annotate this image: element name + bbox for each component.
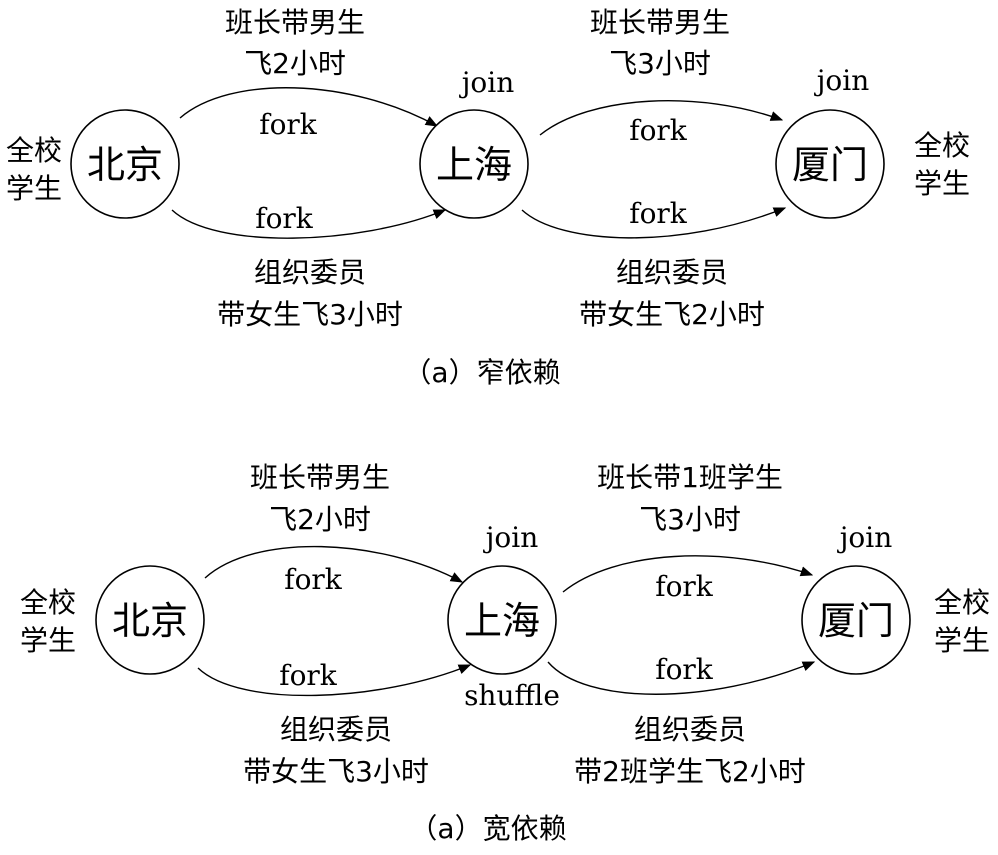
shuffle-label: shuffle <box>464 679 560 712</box>
bottom-label-2-line2: 带女生飞2小时 <box>579 298 765 331</box>
fork-label-b-c-top: fork <box>629 114 688 147</box>
edge-b-c-top <box>562 555 814 593</box>
top-label-1-line1: 班长带男生 <box>250 461 390 494</box>
side-label-left: 全校 <box>20 586 76 619</box>
bottom-label-1-line2: 带女生飞3小时 <box>243 755 429 788</box>
edge-b-c-bottom <box>521 207 787 239</box>
caption-narrow: （a）窄依赖 <box>403 356 560 389</box>
bottom-label-2-line2: 带2班学生飞2小时 <box>574 755 806 788</box>
fork-label-b-c-top: fork <box>655 570 714 603</box>
bottom-label-2-line1: 组织委员 <box>634 713 746 746</box>
edge-b-c-bottom <box>547 661 816 695</box>
fork-label-a-b-top: fork <box>284 563 343 596</box>
node-label-beijing: 北京 <box>87 143 163 187</box>
side-label-left-2: 学生 <box>6 172 62 205</box>
top-label-1-line2: 飞2小时 <box>244 47 346 80</box>
top-label-1-line2: 飞2小时 <box>269 503 371 536</box>
node-xiamen <box>775 109 885 219</box>
join-label-shanghai: join <box>459 66 515 99</box>
node-label-shanghai: 上海 <box>436 143 512 187</box>
top-label-1-line1: 班长带男生 <box>225 6 365 39</box>
caption-wide: （a）宽依赖 <box>409 812 566 845</box>
fork-label-a-b-bottom: fork <box>279 659 338 692</box>
edge-a-b-bottom <box>171 209 447 239</box>
top-label-2-line1: 班长带男生 <box>590 6 730 39</box>
edge-a-b-top <box>204 545 464 583</box>
bottom-label-1-line1: 组织委员 <box>280 713 392 746</box>
top-label-2-line2: 飞3小时 <box>609 47 711 80</box>
fork-label-a-b-bottom: fork <box>255 202 314 235</box>
edge-a-b-top <box>179 87 439 127</box>
node-shanghai <box>419 109 529 219</box>
fork-label-b-c-bottom: fork <box>655 653 714 686</box>
join-label-shanghai: join <box>483 521 539 554</box>
side-label-right: 全校 <box>934 586 990 619</box>
bottom-label-1-line1: 组织委员 <box>254 256 366 289</box>
top-label-2-line1: 班长带1班学生 <box>597 461 783 494</box>
side-label-left-2: 学生 <box>20 624 76 657</box>
edge-a-b-bottom <box>197 664 472 697</box>
node-beijing <box>70 109 180 219</box>
edge-b-c-top <box>539 100 784 136</box>
side-label-right: 全校 <box>914 129 970 162</box>
side-label-left: 全校 <box>6 134 62 167</box>
side-label-right-2: 学生 <box>934 624 990 657</box>
top-label-2-line2: 飞3小时 <box>639 503 741 536</box>
node-shanghai <box>447 565 557 675</box>
node-label-shanghai: 上海 <box>464 599 540 643</box>
join-label-xiamen: join <box>837 521 893 554</box>
panel-wide: 北京 上海 厦门 全校 学生 全校 学生 班长带男生 飞2小时 班长带1班学生 … <box>20 461 990 845</box>
panel-narrow: 北京 上海 厦门 全校 学生 全校 学生 班长带男生 飞2小时 班长带男生 飞3… <box>6 6 970 389</box>
node-label-beijing: 北京 <box>112 599 188 643</box>
fork-label-a-b-top: fork <box>259 108 318 141</box>
node-label-xiamen: 厦门 <box>792 143 868 187</box>
join-label-xiamen: join <box>814 64 870 97</box>
fork-label-b-c-bottom: fork <box>629 197 688 230</box>
bottom-label-2-line1: 组织委员 <box>616 256 728 289</box>
node-label-xiamen: 厦门 <box>818 599 894 643</box>
bottom-label-1-line2: 带女生飞3小时 <box>217 298 403 331</box>
node-xiamen <box>801 565 911 675</box>
side-label-right-2: 学生 <box>914 167 970 200</box>
node-beijing <box>95 565 205 675</box>
